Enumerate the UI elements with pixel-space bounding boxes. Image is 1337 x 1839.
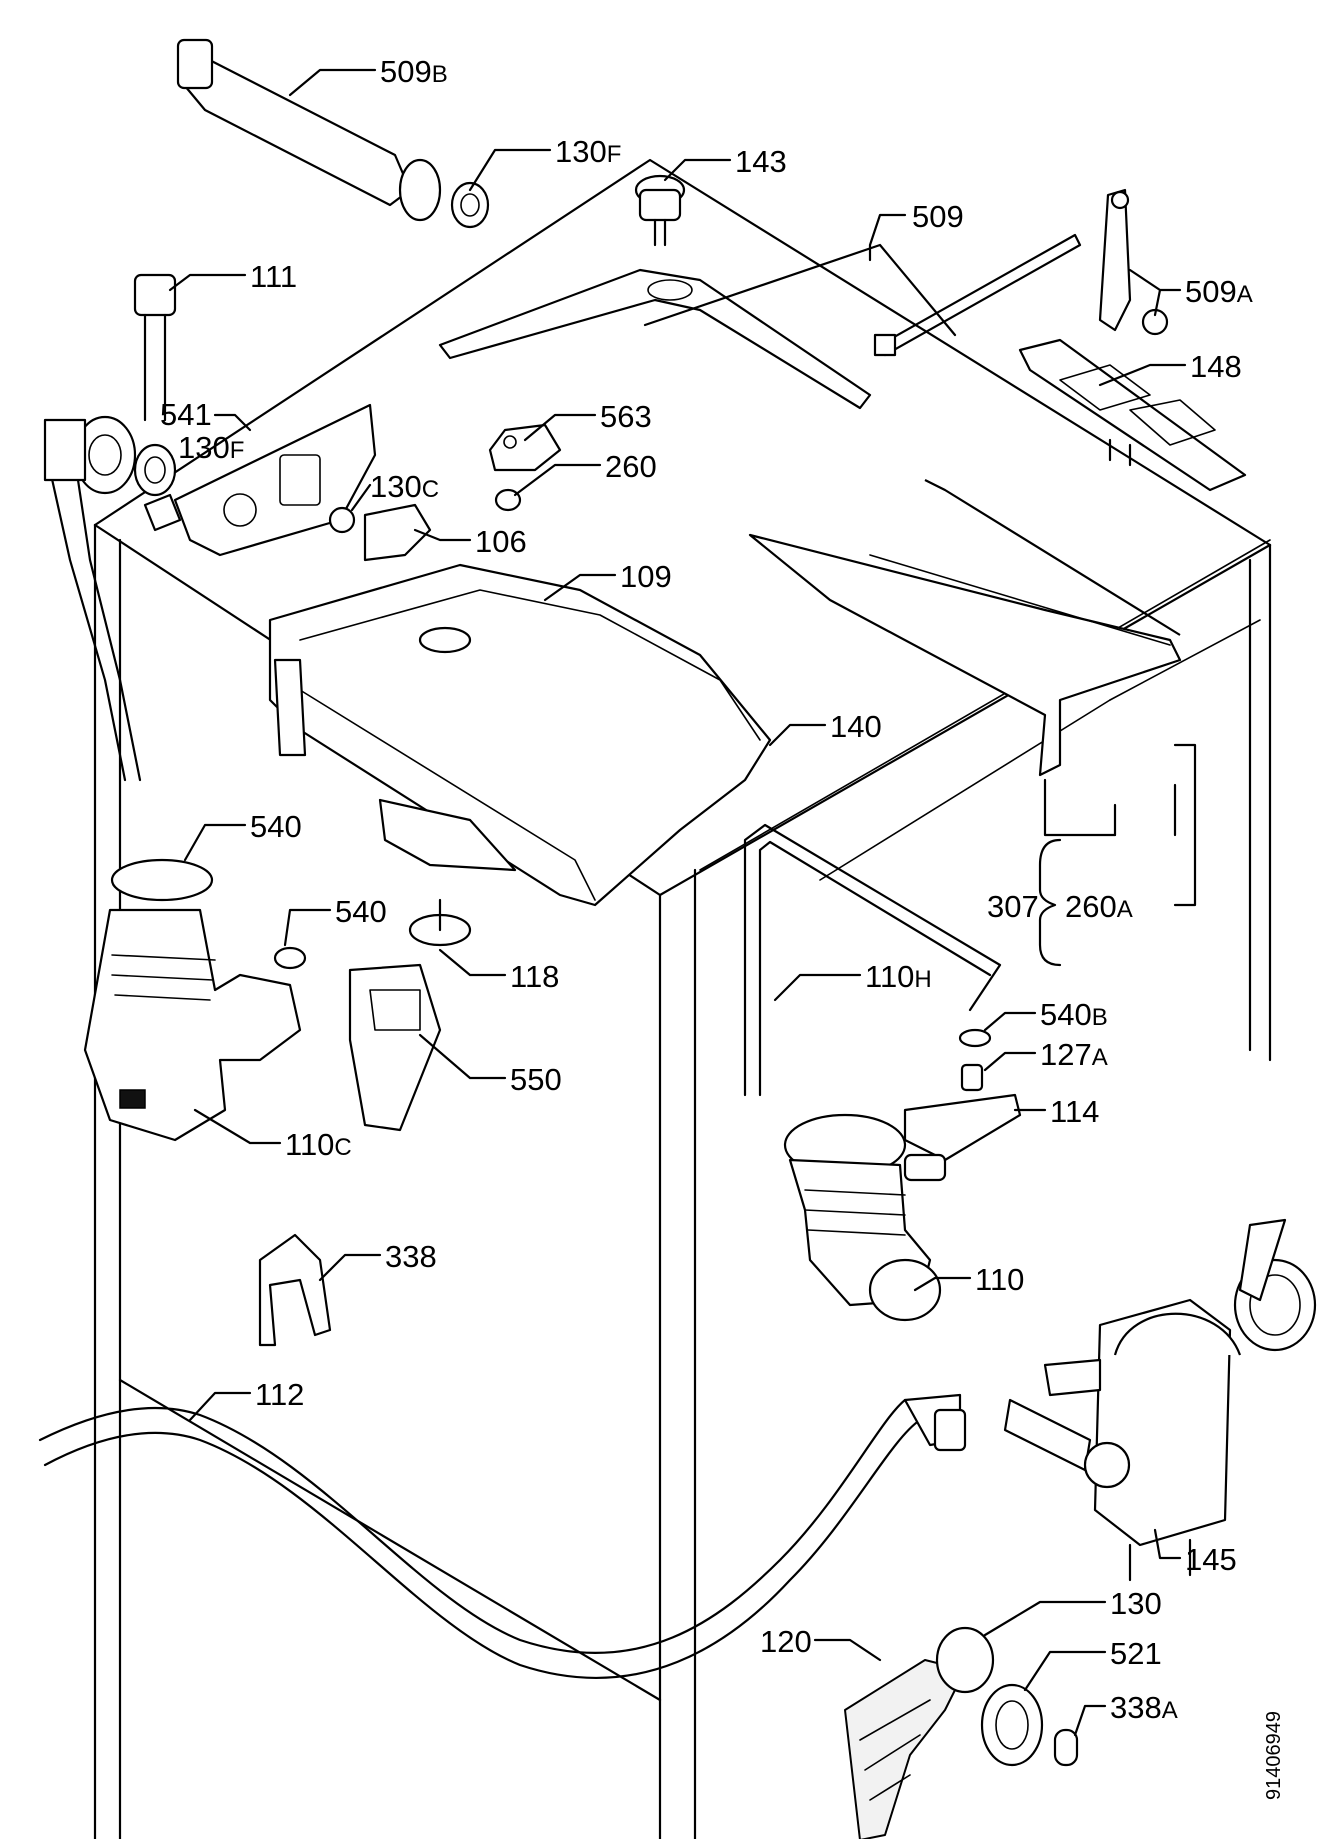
label-130f-top: 130F — [555, 134, 621, 169]
label-260a: 260A — [1065, 889, 1133, 924]
clamp-540b — [958, 1028, 992, 1048]
label-110c: 110C — [285, 1127, 352, 1162]
label-307: 307 — [987, 889, 1039, 924]
label-260: 260 — [605, 449, 657, 484]
seal-130 — [935, 1626, 995, 1694]
part-labels: 509B 130F 143 509 111 509A 148 541 130F … — [160, 54, 1285, 1800]
hose-111 — [133, 273, 177, 422]
lever-509a — [1098, 188, 1169, 336]
label-110: 110 — [975, 1262, 1024, 1297]
nozzle-127a — [960, 1063, 984, 1092]
bellows-110 — [783, 1113, 947, 1322]
label-109: 109 — [620, 559, 672, 594]
fitting-130c — [328, 506, 356, 534]
label-130c: 130C — [370, 469, 439, 504]
label-563: 563 — [600, 399, 652, 434]
label-509a: 509A — [1185, 274, 1253, 309]
slide-148 — [1018, 338, 1247, 492]
dispenser-drawer — [748, 479, 1182, 777]
sump-110c — [83, 908, 302, 1142]
label-130: 130 — [1110, 1586, 1162, 1621]
label-111: 111 — [250, 259, 297, 294]
label-509b: 509B — [380, 54, 448, 89]
label-338: 338 — [385, 1239, 437, 1274]
label-509: 509 — [912, 199, 964, 234]
label-145: 145 — [1185, 1542, 1237, 1577]
clamp-540-upper — [110, 858, 214, 902]
label-338a: 338A — [1110, 1690, 1178, 1725]
impeller-118 — [408, 898, 472, 947]
holder-550 — [348, 963, 442, 1132]
tube-110h — [743, 823, 1002, 1097]
clip-338a — [1053, 1728, 1079, 1767]
clamp-540-lower — [273, 946, 307, 970]
label-130f-left: 130F — [178, 430, 244, 465]
label-120: 120 — [760, 1624, 812, 1659]
label-114: 114 — [1050, 1094, 1099, 1129]
cap-521 — [980, 1683, 1044, 1767]
inlet-hose-left — [43, 415, 142, 782]
filter-120 — [844, 1659, 966, 1839]
dispenser-housing-109 — [268, 563, 772, 907]
label-541: 541 — [160, 397, 212, 432]
label-118: 118 — [510, 959, 559, 994]
cover-563 — [488, 423, 562, 472]
sensor-114 — [903, 1093, 1022, 1162]
pump-145 — [1003, 1218, 1317, 1582]
drain-hose-112 — [38, 1393, 967, 1679]
label-106: 106 — [475, 524, 527, 559]
inlet-pipe-509b — [176, 38, 490, 229]
label-112: 112 — [255, 1377, 304, 1412]
clip-338 — [258, 1233, 332, 1347]
label-521: 521 — [1110, 1636, 1162, 1671]
leader-lines — [168, 68, 1197, 1737]
label-540-upper: 540 — [250, 809, 302, 844]
label-127a: 127A — [1040, 1037, 1108, 1072]
label-140: 140 — [830, 709, 882, 744]
label-540b: 540B — [1040, 997, 1108, 1032]
label-550: 550 — [510, 1062, 562, 1097]
label-540-lower: 540 — [335, 894, 387, 929]
fitting-130f — [133, 443, 177, 497]
diagram-code: 91406949 — [1263, 1711, 1285, 1800]
bracket-541 — [143, 403, 377, 557]
valve-106 — [363, 503, 432, 562]
lever-assembly-509 — [438, 233, 1082, 410]
label-143: 143 — [735, 144, 787, 179]
label-148: 148 — [1190, 349, 1242, 384]
knob-143 — [634, 174, 686, 247]
label-110h: 110H — [865, 959, 932, 994]
